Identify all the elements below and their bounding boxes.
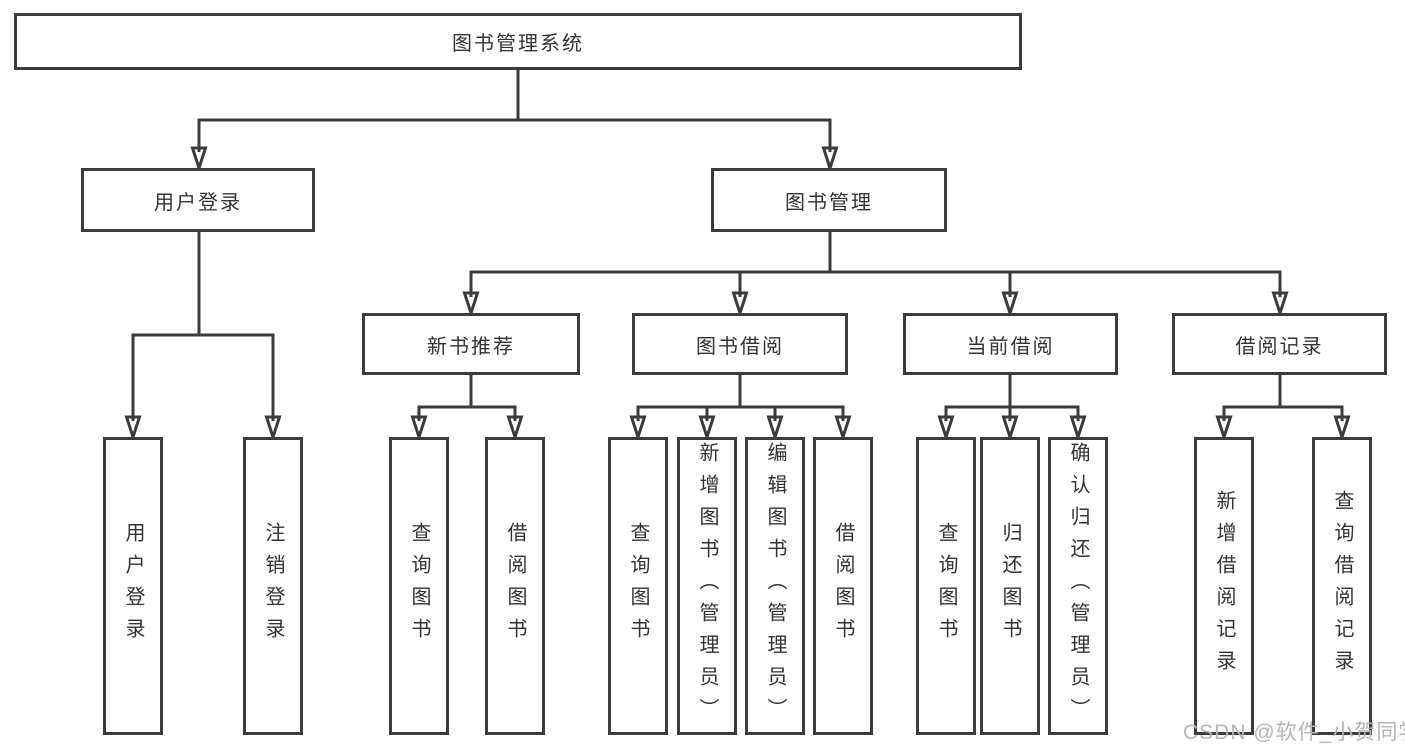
leaf-label: 新增图书（管理员）: [696, 442, 718, 730]
leaf-label: 新增借阅记录: [1213, 490, 1235, 682]
watermark: CSDN @软件_小贺同学: [1183, 721, 1405, 744]
connector-user-login-to-leaves: [125, 232, 281, 439]
leaf-query-borrow-record: 查询借阅记录: [1312, 437, 1372, 735]
connector-new-book-recommend-to-leaves: [411, 375, 523, 439]
leaf-label: 查询借阅记录: [1331, 490, 1353, 682]
leaf-query-books-current: 查询图书: [916, 437, 976, 735]
leaf-user-login: 用户登录: [103, 437, 163, 735]
leaf-label: 归还图书: [999, 522, 1021, 650]
leaf-label: 编辑图书（管理员）: [764, 442, 786, 730]
leaf-label: 用户登录: [122, 522, 144, 650]
node-library-system: 图书管理系统: [14, 13, 1022, 70]
leaf-label: 注销登录: [262, 522, 284, 650]
connector-current-borrow-to-leaves: [938, 375, 1086, 439]
connector-root-to-level1: [191, 69, 838, 170]
leaf-borrow-books-recommend: 借阅图书: [485, 437, 545, 735]
node-user-login: 用户登录: [81, 168, 315, 232]
leaf-return-book: 归还图书: [980, 437, 1040, 735]
leaf-label: 确认归还（管理员）: [1067, 442, 1089, 730]
connector-book-borrow-to-leaves: [630, 375, 851, 439]
connector-book-management-to-level2: [463, 232, 1288, 315]
leaf-logout: 注销登录: [243, 437, 303, 735]
node-book-borrow: 图书借阅: [632, 313, 848, 375]
node-new-book-recommend: 新书推荐: [362, 313, 580, 375]
leaf-label: 借阅图书: [504, 522, 526, 650]
leaf-query-books-recommend: 查询图书: [389, 437, 449, 735]
leaf-edit-book-admin: 编辑图书（管理员）: [745, 437, 805, 735]
leaf-add-book-admin: 新增图书（管理员）: [677, 437, 737, 735]
connector-borrow-records-to-leaves: [1216, 375, 1350, 439]
leaf-add-borrow-record: 新增借阅记录: [1194, 437, 1254, 735]
leaf-label: 借阅图书: [832, 522, 854, 650]
leaf-confirm-return-admin: 确认归还（管理员）: [1048, 437, 1108, 735]
leaf-query-books-borrow: 查询图书: [608, 437, 668, 735]
leaf-borrow-books: 借阅图书: [813, 437, 873, 735]
node-current-borrow: 当前借阅: [903, 313, 1118, 375]
node-borrow-records: 借阅记录: [1172, 313, 1387, 375]
leaf-label: 查询图书: [935, 522, 957, 650]
leaf-label: 查询图书: [408, 522, 430, 650]
node-book-management: 图书管理: [711, 168, 947, 232]
leaf-label: 查询图书: [627, 522, 649, 650]
